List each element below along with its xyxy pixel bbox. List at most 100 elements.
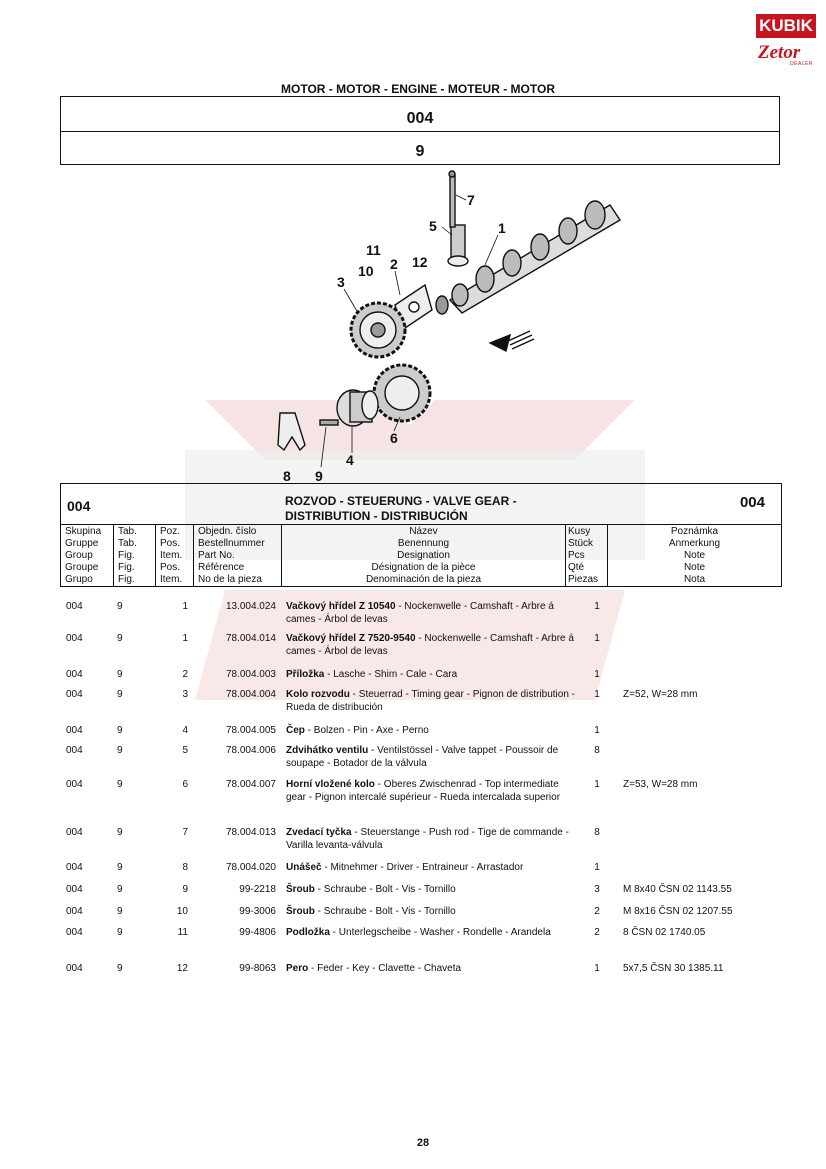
timing-gear-part bbox=[349, 301, 407, 359]
logo-tag: DEALER bbox=[790, 61, 814, 67]
cell-note: 5x7,5 ČSN 30 1385.11 bbox=[623, 963, 724, 974]
cell-desc: Příložka - Lasche - Shim - Cale - Cara bbox=[286, 669, 458, 680]
callout-4: 4 bbox=[346, 452, 354, 468]
cell-group: 004 bbox=[66, 884, 83, 895]
cell-group: 004 bbox=[66, 963, 83, 974]
cell-group: 004 bbox=[66, 633, 83, 644]
cell-part: 99-8063 bbox=[239, 963, 276, 974]
callout-3: 3 bbox=[337, 274, 345, 290]
table-title-line2: DISTRIBUTION - DISTRIBUCIÓN bbox=[285, 509, 468, 523]
cell-desc: Vačkový hřídel Z 7520-9540 - Nockenwelle… bbox=[286, 633, 574, 657]
section-title: MOTOR - MOTOR - ENGINE - MOTEUR - MOTOR bbox=[281, 82, 555, 96]
cell-desc: Zdvihátko ventilu - Ventilstössel - Valv… bbox=[286, 745, 559, 769]
cell-part: 78.004.020 bbox=[225, 862, 276, 873]
cell-desc: Šroub - Schraube - Bolt - Vis - Tornillo bbox=[286, 884, 456, 895]
driver-part bbox=[277, 412, 306, 452]
table-group-code-left: 004 bbox=[67, 498, 91, 514]
cell-part: 78.004.014 bbox=[225, 633, 276, 644]
callout-11: 11 bbox=[366, 242, 381, 258]
col-tab-header: Tab.Tab.Fig.Fig.Fig. bbox=[113, 525, 155, 586]
cell-desc: Čep - Bolzen - Pin - Axe - Perno bbox=[286, 725, 429, 736]
cell-pos: 5 bbox=[182, 745, 188, 756]
cell-tab: 9 bbox=[117, 689, 123, 700]
cell-tab: 9 bbox=[117, 601, 123, 612]
cell-tab: 9 bbox=[117, 669, 123, 680]
cell-qty: 2 bbox=[594, 927, 600, 938]
cell-tab: 9 bbox=[117, 779, 123, 790]
cell-part: 13.004.024 bbox=[225, 601, 276, 612]
callout-8: 8 bbox=[283, 468, 291, 484]
cell-pos: 8 bbox=[182, 862, 188, 873]
cell-pos: 1 bbox=[182, 633, 188, 644]
kubik-zetor-logo: KUBIK Zetor DEALER bbox=[756, 14, 816, 70]
push-rod-part bbox=[448, 170, 456, 228]
cell-group: 004 bbox=[66, 669, 83, 680]
group-code-box: 004 bbox=[60, 96, 780, 132]
cell-part: 78.004.003 bbox=[225, 669, 276, 680]
pin-part bbox=[336, 389, 379, 427]
cell-note: M 8x16 ČSN 02 1207.55 bbox=[623, 906, 733, 917]
cell-group: 004 bbox=[66, 827, 83, 838]
cell-desc: Podložka - Unterlegscheibe - Washer - Ro… bbox=[286, 927, 551, 938]
cell-qty: 1 bbox=[594, 601, 600, 612]
cell-desc: Zvedací tyčka - Steuerstange - Push rod … bbox=[286, 827, 569, 851]
callout-1: 1 bbox=[498, 220, 506, 236]
valve-tappet-part bbox=[447, 224, 469, 267]
cell-tab: 9 bbox=[117, 884, 123, 895]
callout-6: 6 bbox=[390, 430, 398, 446]
intermediate-gear-part bbox=[372, 363, 432, 423]
cell-qty: 3 bbox=[594, 884, 600, 895]
cell-part: 99-4806 bbox=[239, 927, 276, 938]
cell-group: 004 bbox=[66, 745, 83, 756]
cell-note: 8 ČSN 02 1740.05 bbox=[623, 927, 706, 938]
cell-pos: 10 bbox=[176, 906, 188, 917]
cell-tab: 9 bbox=[117, 633, 123, 644]
logo-brand: KUBIK bbox=[756, 14, 816, 38]
cell-pos: 9 bbox=[182, 884, 188, 895]
cell-part: 99-3006 bbox=[239, 906, 276, 917]
cell-desc: Šroub - Schraube - Bolt - Vis - Tornillo bbox=[286, 906, 456, 917]
cell-pos: 12 bbox=[176, 963, 188, 974]
cell-group: 004 bbox=[66, 725, 83, 736]
cell-desc: Vačkový hřídel Z 10540 - Nockenwelle - C… bbox=[286, 601, 554, 625]
callout-10: 10 bbox=[358, 263, 374, 279]
cell-qty: 1 bbox=[594, 779, 600, 790]
cell-tab: 9 bbox=[117, 725, 123, 736]
cell-pos: 3 bbox=[182, 689, 188, 700]
cell-desc: Horní vložené kolo - Oberes Zwischenrad … bbox=[286, 779, 561, 803]
cell-part: 78.004.007 bbox=[225, 779, 276, 790]
callout-labels: 1 2 3 4 5 6 7 8 9 10 11 12 bbox=[283, 192, 506, 484]
cell-tab: 9 bbox=[117, 862, 123, 873]
cell-qty: 8 bbox=[594, 827, 600, 838]
cell-tab: 9 bbox=[117, 827, 123, 838]
cell-qty: 1 bbox=[594, 669, 600, 680]
cell-qty: 1 bbox=[594, 689, 600, 700]
cell-tab: 9 bbox=[117, 927, 123, 938]
cell-part: 78.004.005 bbox=[225, 725, 276, 736]
cell-desc: Pero - Feder - Key - Clavette - Chaveta bbox=[286, 963, 462, 974]
cell-group: 004 bbox=[66, 779, 83, 790]
cell-group: 004 bbox=[66, 689, 83, 700]
cell-pos: 11 bbox=[177, 927, 188, 938]
camshaft-part bbox=[435, 200, 621, 315]
page-number: 28 bbox=[416, 1137, 430, 1149]
cell-desc: Kolo rozvodu - Steuerrad - Timing gear -… bbox=[286, 689, 575, 713]
cell-tab: 9 bbox=[117, 906, 123, 917]
cell-desc: Unášeč - Mitnehmer - Driver - Entraineur… bbox=[286, 862, 524, 873]
cell-group: 004 bbox=[66, 906, 83, 917]
cell-group: 004 bbox=[66, 862, 83, 873]
figure-code-box: 9 bbox=[60, 131, 780, 165]
cell-part: 78.004.004 bbox=[225, 689, 276, 700]
col-pos-header: Poz.Pos.Item.Pos.Item. bbox=[155, 525, 193, 586]
cell-tab: 9 bbox=[117, 963, 123, 974]
cell-pos: 4 bbox=[182, 725, 188, 736]
cell-pos: 1 bbox=[182, 601, 188, 612]
callout-12: 12 bbox=[412, 254, 428, 270]
table-group-code-right: 004 bbox=[739, 494, 765, 511]
callout-5: 5 bbox=[429, 218, 437, 234]
valve-gear-diagram: 1 2 3 4 5 6 7 8 9 10 11 12 bbox=[277, 170, 621, 484]
direction-arrow bbox=[488, 330, 535, 353]
